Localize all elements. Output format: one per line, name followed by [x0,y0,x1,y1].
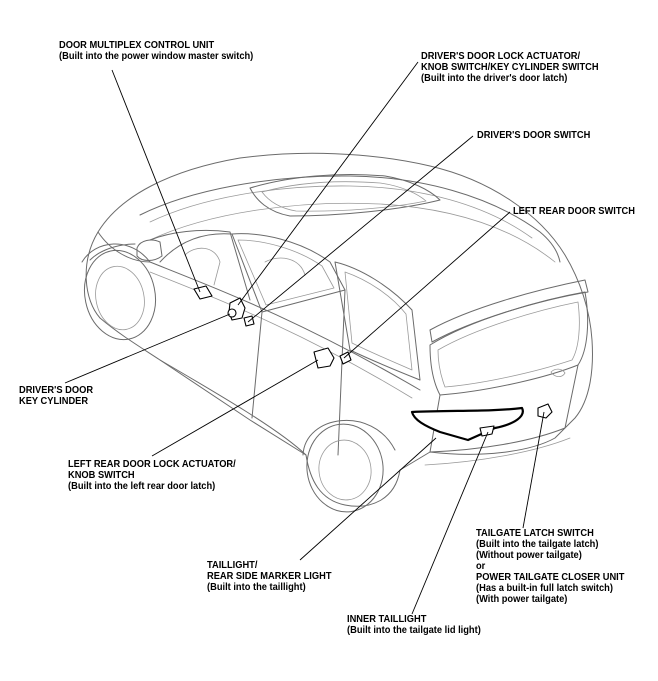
leader-inner-taillight [411,431,489,615]
callout-title: KNOB SWITCH/KEY CYLINDER SWITCH [421,62,599,73]
callout-left-rear-door-lock-actuator: LEFT REAR DOOR LOCK ACTUATOR/ KNOB SWITC… [68,459,236,492]
leader-drivers-door-lock-actuator [237,61,419,306]
callout-connector: or [476,561,486,572]
callout-taillight: TAILLIGHT/ REAR SIDE MARKER LIGHT (Built… [207,560,332,593]
callout-note: (Built into the driver's door latch) [421,73,568,84]
leader-left-rear-door-switch [343,211,511,359]
left-rear-door-switch-part [339,351,352,365]
callout-title: TAILLIGHT/ [207,560,258,571]
callout-title: TAILGATE LATCH SWITCH [476,528,594,539]
callout-title: INNER TAILLIGHT [347,614,427,625]
callout-title: LEFT REAR DOOR SWITCH [513,206,635,217]
leader-lines [64,61,545,615]
callout-note: (Built into the left rear door latch) [68,481,216,492]
leader-door-multiplex [111,69,201,293]
callout-door-multiplex-control-unit: DOOR MULTIPLEX CONTROL UNIT (Built into … [59,40,253,62]
callout-title: KEY CYLINDER [19,396,89,407]
callout-inner-taillight: INNER TAILLIGHT (Built into the tailgate… [347,614,481,636]
callout-note: (Without power tailgate) [476,550,582,561]
callout-title: KNOB SWITCH [68,470,135,481]
callout-title: DRIVER'S DOOR LOCK ACTUATOR/ [421,51,581,62]
callout-title: DOOR MULTIPLEX CONTROL UNIT [59,40,215,51]
callout-note: (Built into the taillight) [207,582,306,593]
inner-taillight-part [479,425,495,437]
callout-title: POWER TAILGATE CLOSER UNIT [476,572,625,583]
callout-title: DRIVER'S DOOR SWITCH [477,130,591,141]
callout-note: (With power tailgate) [476,594,568,605]
leader-drivers-door-key-cylinder [64,313,231,384]
callout-title: LEFT REAR DOOR LOCK ACTUATOR/ [68,459,236,470]
callout-note: (Has a built-in full latch switch) [476,583,613,594]
leader-left-rear-door-lock-actuator [151,359,319,457]
vehicle-outline [81,152,593,513]
callout-left-rear-door-switch: LEFT REAR DOOR SWITCH [513,206,635,217]
callout-title: DRIVER'S DOOR [19,385,94,396]
tailgate-latch-switch-part [537,403,553,419]
drivers-door-key-cylinder-part [227,308,237,318]
callout-note: (Built into the tailgate latch) [476,539,599,550]
callout-title: REAR SIDE MARKER LIGHT [207,571,332,582]
leader-drivers-door-switch [247,135,474,323]
callout-note: (Built into the tailgate lid light) [347,625,481,636]
leader-taillight [299,437,437,561]
leader-tailgate-latch-switch [522,411,545,529]
door-multiplex-control-unit-part [193,285,213,300]
callout-note: (Built into the power window master swit… [59,51,254,62]
callout-drivers-door-switch: DRIVER'S DOOR SWITCH [477,130,590,141]
taillight-part [410,406,524,442]
left-rear-door-lock-actuator-part [313,347,335,369]
callout-tailgate-latch-switch: TAILGATE LATCH SWITCH (Built into the ta… [476,528,624,605]
callout-drivers-door-lock-actuator: DRIVER'S DOOR LOCK ACTUATOR/ KNOB SWITCH… [421,51,599,84]
callout-drivers-door-key-cylinder: DRIVER'S DOOR KEY CYLINDER [19,385,93,407]
